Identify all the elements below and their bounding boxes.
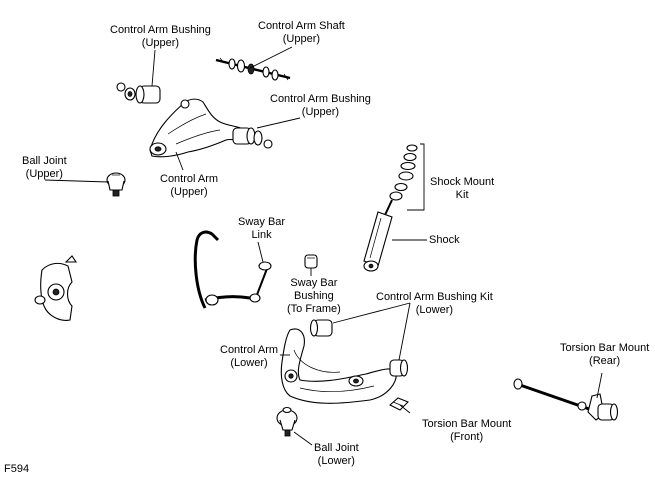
label-line: (Rear) bbox=[589, 355, 621, 367]
label-line: Control Arm Bushing Kit bbox=[376, 291, 493, 303]
label-torsion-bar-mount-rear: Torsion Bar Mount (Rear) bbox=[560, 342, 649, 368]
leader-lines bbox=[44, 46, 603, 446]
label-line: (Lower) bbox=[230, 357, 268, 369]
label-control-arm-bushing-upper-right: Control Arm Bushing (Upper) bbox=[270, 93, 371, 119]
upper-ball-joint bbox=[106, 172, 126, 197]
upper-control-arm-shaft bbox=[215, 57, 291, 81]
label-line: Control Arm bbox=[220, 344, 279, 356]
lower-control-arm-bushing-kit bbox=[309, 319, 409, 377]
label-line: Control Arm Bushing bbox=[270, 93, 371, 105]
lower-ball-joint bbox=[276, 406, 298, 437]
steering-knuckle bbox=[34, 255, 78, 321]
torsion-bar-mount-rear bbox=[587, 393, 619, 421]
label-line: (Lower) bbox=[317, 455, 355, 467]
label-ball-joint-upper: Ball Joint (Upper) bbox=[22, 155, 67, 181]
label-line: Ball Joint bbox=[22, 155, 67, 167]
label-line: Ball Joint bbox=[314, 442, 359, 454]
label-ball-joint-lower: Ball Joint (Lower) bbox=[314, 442, 359, 468]
label-line: Shock Mount bbox=[430, 176, 495, 188]
shock-mount-kit-bracket bbox=[407, 143, 425, 211]
label-control-arm-shaft-upper: Control Arm Shaft (Upper) bbox=[258, 20, 345, 46]
label-line: Torsion Bar Mount bbox=[422, 418, 512, 430]
shock-mount-kit bbox=[389, 144, 418, 201]
label-line: (Upper) bbox=[301, 106, 340, 118]
label-sway-bar-bushing: Sway Bar Bushing (To Frame) bbox=[287, 277, 341, 316]
label-line: (Lower) bbox=[415, 304, 454, 316]
label-control-arm-bushing-upper-left: Control Arm Bushing (Upper) bbox=[110, 24, 211, 50]
label-line: Control Arm Shaft bbox=[258, 20, 345, 32]
label-line: Link bbox=[251, 229, 272, 241]
label-shock-mount-kit: Shock Mount Kit bbox=[430, 176, 494, 202]
label-line: (Upper) bbox=[170, 186, 208, 198]
label-line: (Front) bbox=[450, 431, 484, 443]
torsion-bar-mount-front bbox=[389, 397, 409, 411]
sway-bar-link bbox=[249, 261, 272, 303]
lower-control-arm bbox=[280, 328, 397, 404]
label-line: (To Frame) bbox=[287, 303, 341, 315]
figure-code: F594 bbox=[4, 463, 30, 475]
upper-control-arm-bushing-right bbox=[232, 127, 273, 149]
label-line: Control Arm Bushing bbox=[110, 24, 211, 36]
label-line: (Upper) bbox=[25, 168, 63, 180]
label-line: Bushing bbox=[294, 290, 334, 302]
label-line: Control Arm bbox=[160, 173, 219, 185]
upper-control-arm bbox=[149, 98, 248, 158]
label-line: Sway Bar bbox=[290, 277, 338, 289]
label-line: Sway Bar bbox=[238, 216, 286, 228]
label-shock: Shock bbox=[429, 234, 460, 247]
label-line: Shock bbox=[429, 234, 460, 246]
sway-bar-bushing bbox=[304, 254, 318, 269]
upper-control-arm-bushing-left bbox=[116, 82, 161, 104]
shock-absorber bbox=[363, 199, 393, 272]
label-control-arm-lower: Control Arm (Lower) bbox=[220, 344, 278, 370]
label-line: (Upper) bbox=[282, 33, 321, 45]
label-line: Torsion Bar Mount bbox=[560, 342, 650, 354]
label-torsion-bar-mount-front: Torsion Bar Mount (Front) bbox=[422, 418, 511, 444]
label-line: Kit bbox=[455, 189, 469, 201]
label-sway-bar-link: Sway Bar Link bbox=[238, 216, 285, 242]
torsion-bar bbox=[513, 378, 593, 412]
label-line: (Upper) bbox=[141, 37, 180, 49]
label-control-arm-upper: Control Arm (Upper) bbox=[160, 173, 218, 199]
label-control-arm-bushing-kit-lower: Control Arm Bushing Kit (Lower) bbox=[376, 291, 493, 317]
sway-bar bbox=[193, 230, 251, 309]
